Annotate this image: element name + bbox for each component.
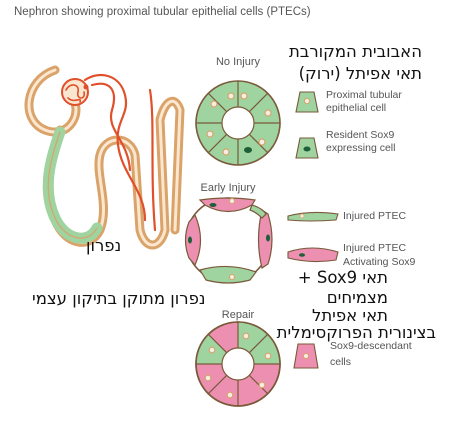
legend-sox9-line2: expressing cell bbox=[326, 142, 396, 154]
tubule-repair bbox=[195, 321, 281, 407]
stage-label-no-injury: No Injury bbox=[215, 56, 261, 68]
legend-sox9-line1: Resident Sox9 bbox=[326, 129, 395, 141]
legend-activating-line1: Injured PTEC bbox=[343, 242, 407, 254]
legend-icon-injured bbox=[287, 211, 339, 222]
nephron-vessel bbox=[83, 73, 157, 232]
hebrew-nephron: נפרון bbox=[86, 236, 122, 255]
hebrew-proximal-line1: האבובית המקורבת bbox=[288, 42, 422, 61]
legend-ptec-line2: epithelial cell bbox=[326, 102, 387, 114]
hebrew-sox9-line4: בצינורית הפרוקסימלית bbox=[276, 323, 436, 342]
legend-icon-activating bbox=[287, 247, 339, 263]
hebrew-sox9-line1: תאי Sox9 + bbox=[297, 268, 388, 287]
nephron-proximal-segment bbox=[42, 126, 103, 244]
stage-label-repair: Repair bbox=[221, 309, 255, 321]
legend-descendant-line1: Sox9-descendant bbox=[330, 340, 412, 352]
hebrew-proximal-line2: תאי אפיתל (ירוק) bbox=[298, 64, 422, 83]
legend-activating-line2: Activating Sox9 bbox=[343, 256, 416, 268]
legend-descendant-line2: cells bbox=[330, 356, 352, 368]
tubule-early-injury bbox=[184, 197, 273, 284]
legend-icon-ptec bbox=[295, 91, 319, 113]
hebrew-sox9-line3: תאי אפיתל bbox=[311, 306, 388, 325]
hebrew-sox9-line2: מצמיחים bbox=[326, 288, 388, 307]
diagram-title: Nephron showing proximal tubular epithel… bbox=[14, 6, 311, 18]
legend-icon-descendant bbox=[293, 343, 319, 369]
legend-icon-sox9 bbox=[295, 137, 319, 159]
stage-label-early-injury: Early Injury bbox=[200, 182, 256, 194]
tubule-no-injury bbox=[195, 80, 281, 166]
legend-ptec-line1: Proximal tubular bbox=[326, 89, 402, 101]
legend-injured: Injured PTEC bbox=[343, 210, 407, 222]
nephron-illustration bbox=[24, 65, 185, 250]
hebrew-self-repair: נפרון מתוקן בתיקון עצמי bbox=[32, 289, 206, 308]
